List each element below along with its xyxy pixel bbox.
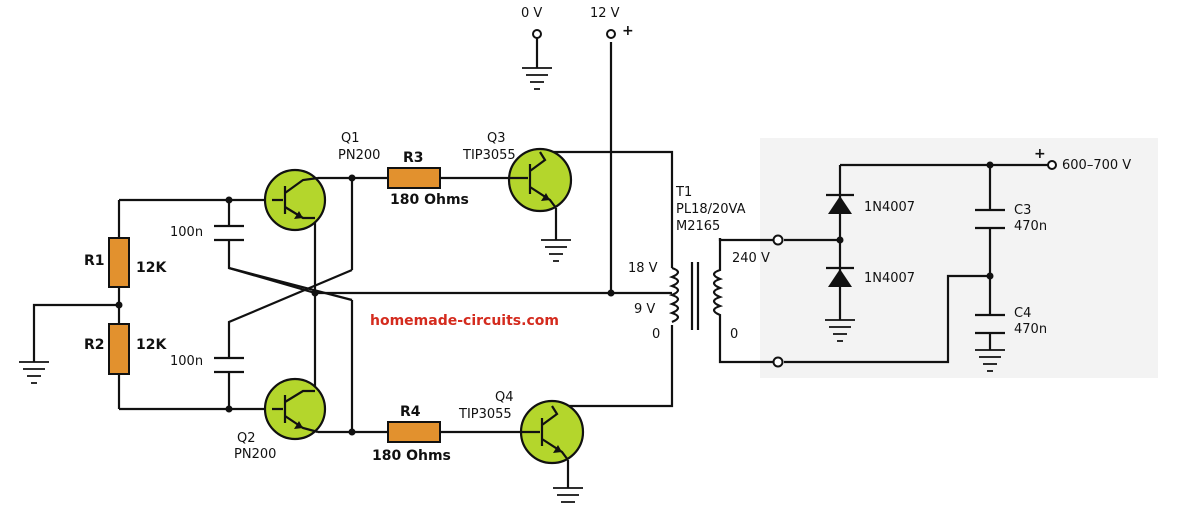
- junction-dots: [115, 161, 994, 436]
- label-secondary-240v: 240 V: [732, 251, 770, 266]
- ground-icon: [553, 487, 583, 503]
- label-q1: Q1: [341, 131, 360, 146]
- label-t1-part: PL18/20VA: [676, 202, 746, 217]
- terminal-0v: [532, 29, 542, 39]
- watermark-text: homemade-circuits.com: [370, 313, 559, 329]
- label-t1: T1: [675, 185, 692, 200]
- label-q2-part: PN200: [234, 447, 276, 462]
- transistor-q1: [263, 168, 327, 232]
- label-c4: C4: [1014, 306, 1031, 321]
- resistor-r3: [387, 167, 441, 189]
- label-r4-value: 180 Ohms: [372, 448, 451, 464]
- resistor-r1: [108, 237, 130, 288]
- transistor-q3: [507, 147, 573, 213]
- label-12v: 12 V: [590, 6, 620, 21]
- label-diode-top: 1N4007: [864, 200, 915, 215]
- terminal-secondary-bottom: [772, 356, 784, 368]
- terminal-secondary-top: [772, 234, 784, 246]
- transistor-q4: [519, 399, 585, 465]
- label-q2: Q2: [237, 431, 256, 446]
- label-plus-12v: +: [622, 23, 634, 39]
- label-r3: R3: [403, 150, 424, 166]
- ground-icon: [975, 349, 1005, 372]
- label-r2-value: 12K: [136, 337, 167, 353]
- label-r1-value: 12K: [136, 260, 167, 276]
- label-primary-0: 0: [652, 327, 660, 342]
- label-diode-bottom: 1N4007: [864, 271, 915, 286]
- wires: [32, 38, 1048, 488]
- label-output-voltage: 600–700 V: [1062, 158, 1131, 173]
- label-tap-18v: 18 V: [628, 261, 658, 276]
- label-t1-code: M2165: [676, 219, 720, 234]
- label-r3-value: 180 Ohms: [390, 192, 469, 208]
- resistor-r4: [387, 421, 441, 443]
- label-q3-part: TIP3055: [462, 148, 516, 163]
- label-capacitor-top: 100n: [170, 225, 203, 240]
- label-c3-value: 470n: [1014, 219, 1047, 234]
- transistor-q2: [263, 377, 327, 441]
- label-r2: R2: [84, 337, 105, 353]
- label-q4-part: TIP3055: [458, 407, 512, 422]
- capacitor-100n-top: [214, 224, 244, 242]
- label-capacitor-bottom: 100n: [170, 354, 203, 369]
- label-output-plus: +: [1034, 146, 1046, 162]
- ground-icon: [825, 319, 855, 342]
- capacitor-c4: [975, 313, 1005, 335]
- label-q3: Q3: [487, 131, 506, 146]
- diode-1n4007-bottom: [826, 266, 854, 287]
- terminal-12v: [606, 29, 616, 39]
- resistor-r2: [108, 323, 130, 375]
- ground-icon: [522, 67, 552, 90]
- transformer-t1: [668, 238, 724, 330]
- ground-icon: [541, 239, 571, 262]
- label-secondary-0: 0: [730, 327, 738, 342]
- label-r4: R4: [400, 404, 421, 420]
- capacitor-c3: [975, 208, 1005, 230]
- diode-1n4007-top: [826, 193, 854, 214]
- label-q1-part: PN200: [338, 148, 380, 163]
- label-r1: R1: [84, 253, 105, 269]
- ground-icon: [19, 361, 49, 384]
- label-c4-value: 470n: [1014, 322, 1047, 337]
- capacitor-100n-bottom: [214, 356, 244, 374]
- label-q4: Q4: [495, 390, 514, 405]
- terminal-output: [1047, 160, 1057, 170]
- label-0v: 0 V: [521, 6, 542, 21]
- rectifier-panel-background: [760, 138, 1158, 378]
- label-tap-9v: 9 V: [634, 302, 655, 317]
- label-c3: C3: [1014, 203, 1031, 218]
